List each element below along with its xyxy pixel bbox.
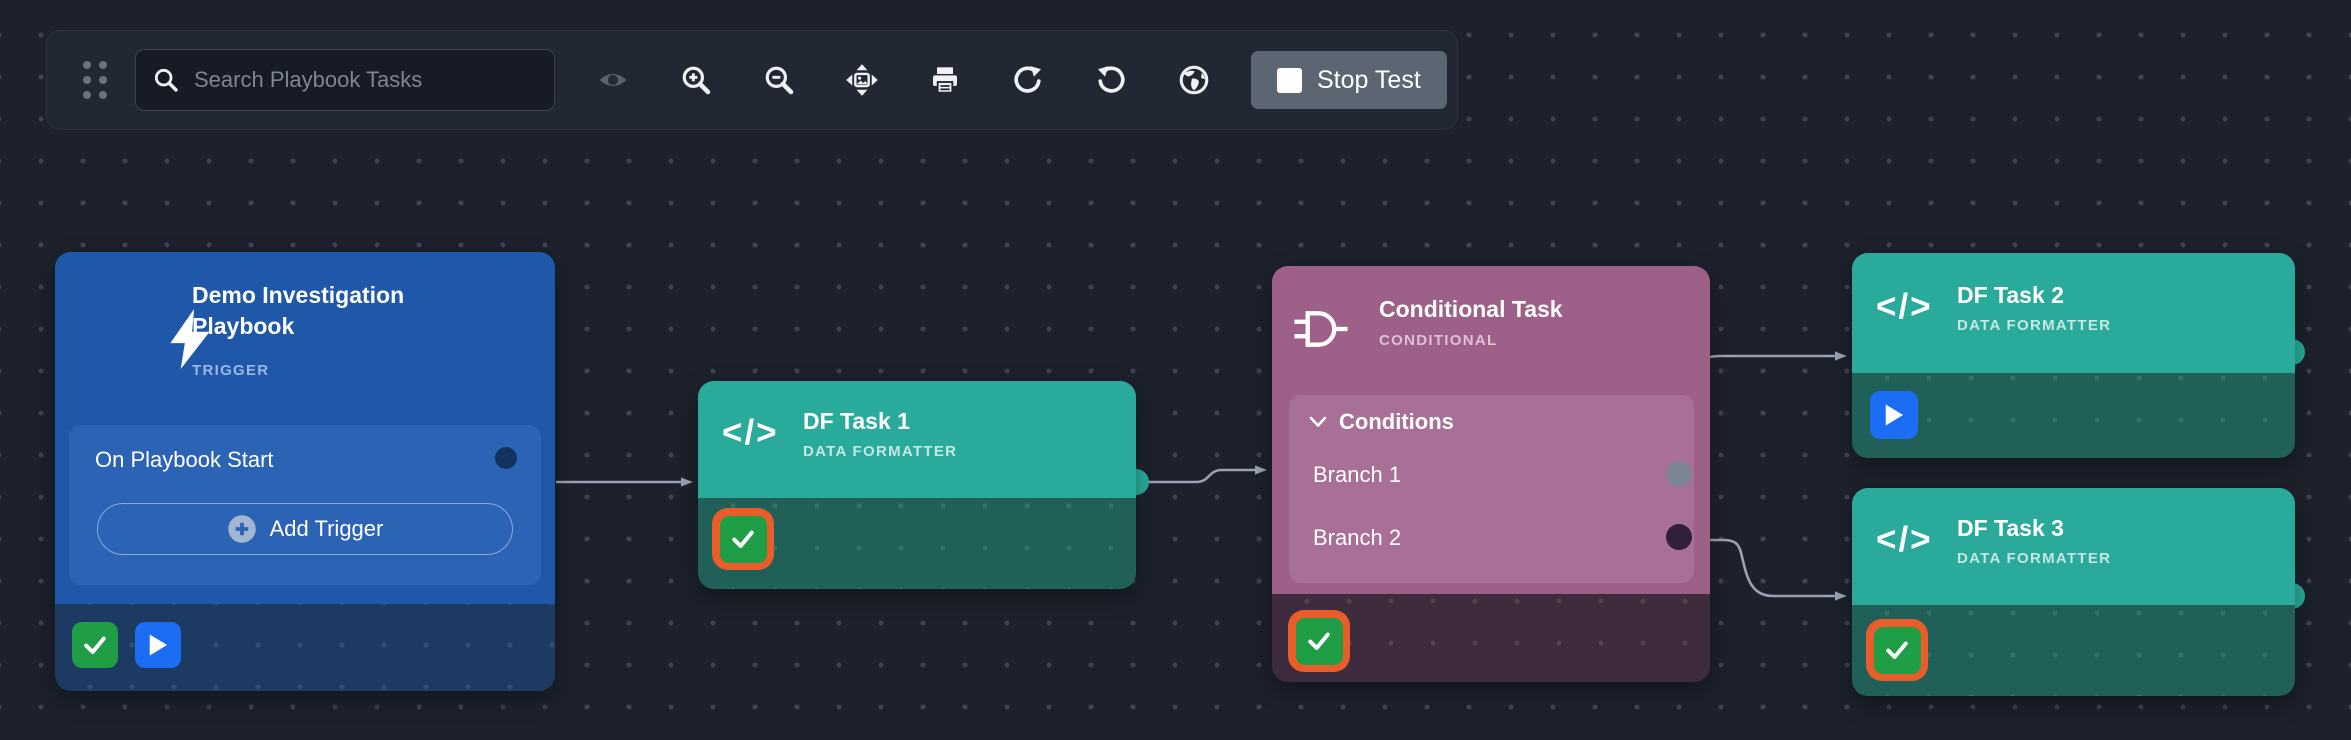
play-status-button[interactable] <box>1870 391 1918 439</box>
check-icon <box>732 530 754 548</box>
lightning-icon <box>170 309 210 369</box>
check-icon <box>1886 641 1908 659</box>
conditions-panel: Conditions Branch 1 Branch 2 <box>1289 395 1694 583</box>
globe-button[interactable] <box>1169 55 1219 105</box>
plus-icon <box>227 515 256 543</box>
code-icon: </> <box>722 413 779 452</box>
branch-row-2[interactable]: Branch 2 <box>1313 525 1402 550</box>
redo-icon <box>1014 66 1042 93</box>
node-type-label: DATA FORMATTER <box>1957 317 2112 334</box>
code-icon: </> <box>1876 287 1933 326</box>
eye-icon <box>599 73 627 87</box>
check-icon <box>84 636 106 654</box>
success-badge <box>1873 626 1921 674</box>
redo-button[interactable] <box>1003 55 1053 105</box>
success-status-button[interactable] <box>72 622 118 668</box>
zoom-in-button[interactable] <box>671 55 721 105</box>
toggle-visibility-button[interactable] <box>588 55 638 105</box>
success-status-highlighted[interactable] <box>1866 619 1928 681</box>
chevron-down-icon <box>1309 416 1327 427</box>
add-trigger-label: Add Trigger <box>269 516 384 541</box>
trigger-panel: On Playbook Start Add Trigger <box>69 425 541 585</box>
node-title: DF Task 3 <box>1957 515 2064 541</box>
search-input[interactable] <box>192 66 538 94</box>
node-df-task-2[interactable]: </> DF Task 2 DATA FORMATTER <box>1852 253 2295 458</box>
add-trigger-button[interactable]: Add Trigger <box>97 503 513 555</box>
print-button[interactable] <box>920 55 970 105</box>
node-title: Demo Investigation Playbook <box>192 282 405 339</box>
logic-gate-icon <box>1294 311 1348 347</box>
zoom-in-icon <box>682 66 711 95</box>
node-title: DF Task 2 <box>1957 282 2064 308</box>
df-task-1-header <box>698 381 1136 498</box>
fit-to-screen-icon <box>846 64 878 96</box>
success-badge <box>1295 617 1343 665</box>
fit-to-screen-button[interactable] <box>837 55 887 105</box>
zoom-out-icon <box>765 66 794 95</box>
conditions-toggle[interactable]: Conditions <box>1309 409 1454 435</box>
stop-test-button[interactable]: Stop Test <box>1251 51 1447 109</box>
check-icon <box>1308 632 1330 650</box>
trigger-row-on-playbook-start[interactable]: On Playbook Start <box>95 447 274 472</box>
toolbar: Stop Test <box>46 30 1458 130</box>
play-icon <box>1885 404 1903 426</box>
df-task-3-header <box>1852 488 2295 605</box>
globe-icon <box>1179 65 1209 95</box>
trigger-row-port[interactable] <box>495 447 517 469</box>
branch-1-port[interactable] <box>1666 461 1692 487</box>
undo-button[interactable] <box>1086 55 1136 105</box>
node-title: DF Task 1 <box>803 408 910 434</box>
node-conditional[interactable]: Conditional Task CONDITIONAL Conditions … <box>1272 266 1710 682</box>
conditions-label: Conditions <box>1339 409 1454 434</box>
trigger-node-footer <box>55 604 555 691</box>
node-trigger[interactable]: Demo Investigation Playbook TRIGGER On P… <box>55 252 555 691</box>
stop-icon <box>1277 67 1302 93</box>
df-task-2-header <box>1852 253 2295 373</box>
code-icon: </> <box>1876 520 1933 559</box>
node-title: Conditional Task <box>1379 296 1563 322</box>
success-status-highlighted[interactable] <box>712 508 774 570</box>
stop-test-label: Stop Test <box>1317 65 1421 94</box>
search-icon <box>154 68 178 92</box>
node-type-label: DATA FORMATTER <box>803 443 958 460</box>
zoom-out-button[interactable] <box>754 55 804 105</box>
search-box[interactable] <box>135 49 555 111</box>
branch-row-1[interactable]: Branch 1 <box>1313 462 1402 487</box>
branch-2-port[interactable] <box>1666 524 1692 550</box>
node-df-task-1[interactable]: </> DF Task 1 DATA FORMATTER <box>698 381 1136 589</box>
node-type-label: TRIGGER <box>192 362 270 379</box>
play-icon <box>149 634 167 656</box>
drag-handle-icon[interactable] <box>77 55 113 105</box>
play-status-button[interactable] <box>135 622 181 668</box>
printer-icon <box>933 67 957 94</box>
success-badge <box>719 515 767 563</box>
node-type-label: DATA FORMATTER <box>1957 550 2112 567</box>
success-status-highlighted[interactable] <box>1288 610 1350 672</box>
undo-icon <box>1097 66 1125 93</box>
node-type-label: CONDITIONAL <box>1379 332 1498 349</box>
node-df-task-3[interactable]: </> DF Task 3 DATA FORMATTER <box>1852 488 2295 696</box>
